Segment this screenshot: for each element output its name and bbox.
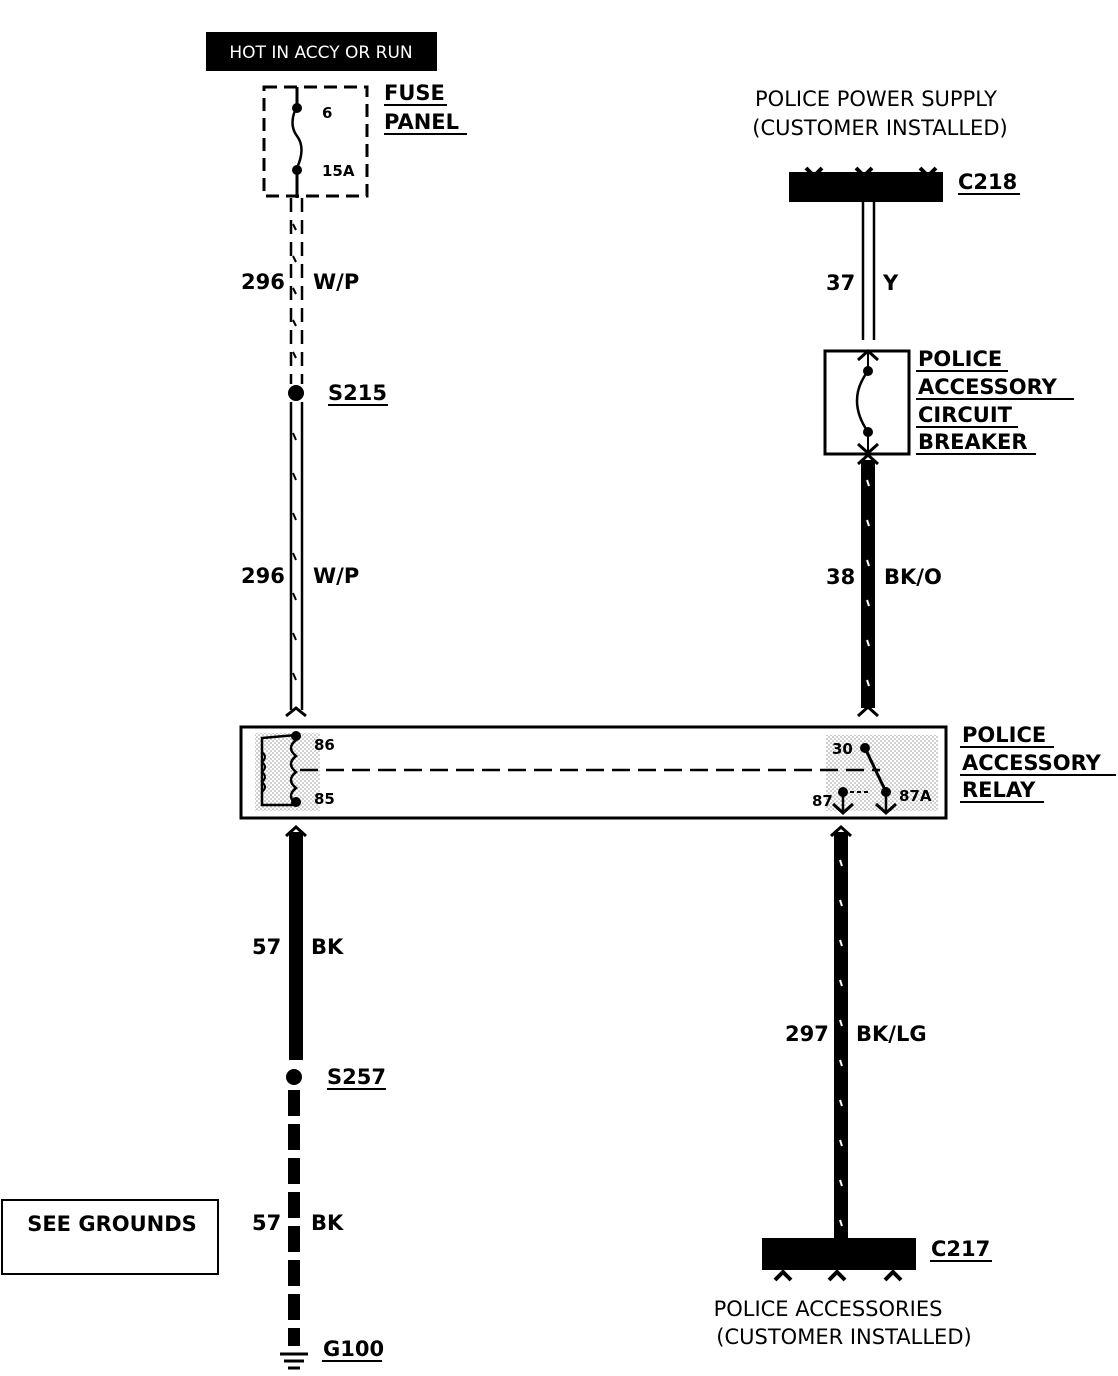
wire-296-upper xyxy=(289,198,304,384)
splice-s215-dot xyxy=(288,385,304,401)
relay-box xyxy=(239,725,948,820)
wire-57-lower-color: BK xyxy=(311,1211,344,1235)
splice-s257-dot xyxy=(286,1069,302,1085)
accessories-line2: (CUSTOMER INSTALLED) xyxy=(716,1325,971,1349)
splice-s257-label: S257 xyxy=(327,1065,386,1089)
relay-pin-85: 85 xyxy=(314,790,335,808)
wire-57-upper xyxy=(284,824,308,1060)
wire-37-circuit: 37 xyxy=(826,271,855,295)
see-grounds-box[interactable]: SEE GROUNDS xyxy=(1,1199,219,1275)
connector-c218 xyxy=(789,166,943,202)
splice-s215-label: S215 xyxy=(328,381,387,405)
relay-coil-icon xyxy=(289,739,298,805)
fuse-icon xyxy=(291,105,303,169)
wire-296-lower xyxy=(285,402,307,718)
wire-37-color: Y xyxy=(882,271,899,295)
wire-57-upper-color: BK xyxy=(311,935,344,959)
wire-38-circuit: 38 xyxy=(826,565,855,589)
wire-38-color: BK/O xyxy=(884,565,942,589)
fuse-rating: 15A xyxy=(322,162,355,180)
wire-296-lower-color: W/P xyxy=(313,564,359,588)
breaker-icon xyxy=(855,370,870,433)
connector-c217-label: C217 xyxy=(931,1237,990,1261)
wire-296-upper-circuit: 296 xyxy=(241,270,285,294)
wire-57-upper-circuit: 57 xyxy=(252,935,281,959)
relay-pin-30: 30 xyxy=(832,740,853,758)
circuit-breaker xyxy=(823,348,911,456)
relay-title-2: ACCESSORY xyxy=(962,751,1102,775)
see-grounds-text: SEE GROUNDS xyxy=(27,1212,197,1236)
circuit-breaker-line3: CIRCUIT xyxy=(918,403,1013,427)
relay-title-3: RELAY xyxy=(962,778,1036,802)
wire-297-color: BK/LG xyxy=(856,1022,927,1046)
connector-c217 xyxy=(762,1238,916,1282)
wire-296-lower-circuit: 296 xyxy=(241,564,285,588)
wire-297-circuit: 297 xyxy=(785,1022,829,1046)
power-supply-line1: POLICE POWER SUPPLY xyxy=(755,87,997,111)
relay-pin-87: 87 xyxy=(812,792,833,810)
fuse-number: 6 xyxy=(322,104,332,122)
power-supply-line2: (CUSTOMER INSTALLED) xyxy=(752,116,1007,140)
ground-g100-label: G100 xyxy=(323,1337,384,1361)
relay-pin-87a: 87A xyxy=(899,787,932,805)
fuse-panel: 6 15A xyxy=(262,85,369,198)
wire-57-lower-circuit: 57 xyxy=(252,1211,281,1235)
ground-icon xyxy=(280,1352,308,1370)
fuse-panel-title-2: PANEL xyxy=(384,110,459,134)
hot-in-text: HOT IN ACCY OR RUN xyxy=(229,43,412,63)
wire-296-upper-color: W/P xyxy=(313,270,359,294)
wire-37 xyxy=(861,202,876,340)
wire-38 xyxy=(856,452,880,718)
circuit-breaker-line2: ACCESSORY xyxy=(918,375,1058,399)
relay-title-1: POLICE xyxy=(962,723,1046,747)
accessories-line1: POLICE ACCESSORIES xyxy=(714,1297,943,1321)
wire-297 xyxy=(829,824,853,1238)
hot-in-label: HOT IN ACCY OR RUN xyxy=(206,32,437,71)
circuit-breaker-line1: POLICE xyxy=(918,347,1002,371)
circuit-breaker-line4: BREAKER xyxy=(918,430,1028,454)
connector-c218-label: C218 xyxy=(958,170,1017,194)
fuse-panel-title-1: FUSE xyxy=(384,81,445,105)
relay-pin-86: 86 xyxy=(314,736,335,754)
